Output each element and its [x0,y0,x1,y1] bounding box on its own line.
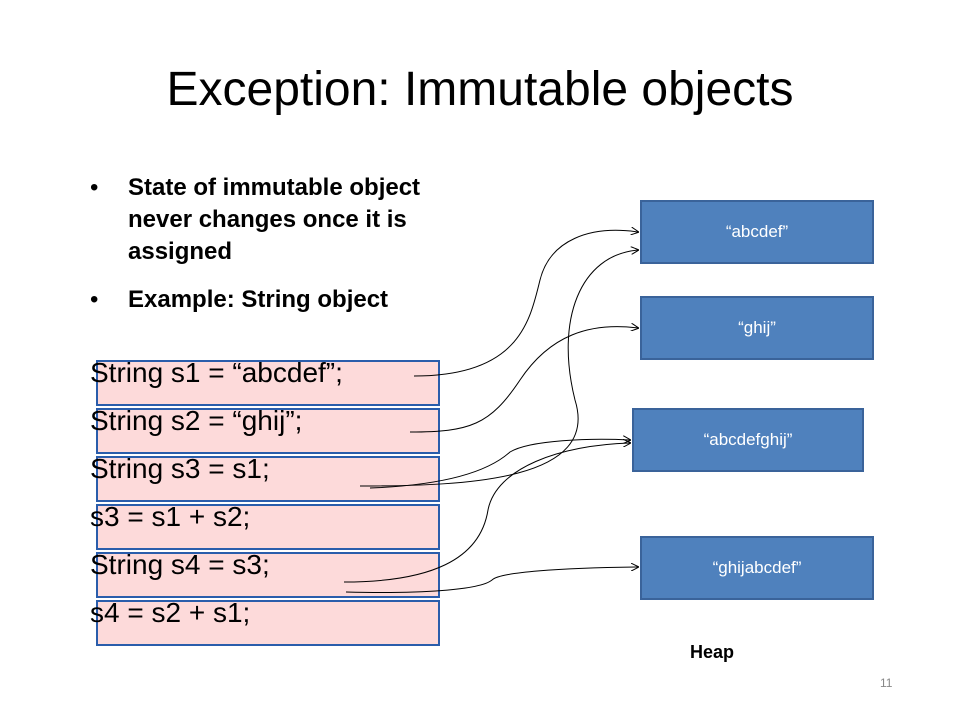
heap-label: Heap [690,642,735,662]
code-box [96,600,440,646]
bullet-text: Example: String object [128,286,389,313]
heap-object-box: “ghijabcdef” [640,536,874,600]
heap-object-box: “abcdefghij” [632,408,864,472]
code-line: String s4 = s3; [90,549,270,580]
code-line: s4 = s2 + s1; [90,597,251,628]
page-number: 11 [880,676,893,690]
code-line: String s3 = s1; [90,453,270,484]
code-line: s3 = s1 + s2; [90,501,251,532]
bullet-dot-icon: • [90,174,99,201]
code-line: String s1 = “abcdef”; [90,357,343,388]
heap-object-box: “abcdef” [640,200,874,264]
slide-title: Exception: Immutable objects [166,63,794,116]
arrow-s2-to-ghij [409,327,638,433]
heap-object-box: “ghij” [640,296,874,360]
bullet-item: • Example: String object [90,284,490,316]
code-line: String s2 = “ghij”; [90,405,303,436]
bullet-list: • State of immutable object never change… [90,172,490,332]
bullet-item: • State of immutable object never change… [90,172,490,268]
bullet-text: State of immutable object never changes … [128,174,421,265]
bullet-dot-icon: • [90,286,99,313]
